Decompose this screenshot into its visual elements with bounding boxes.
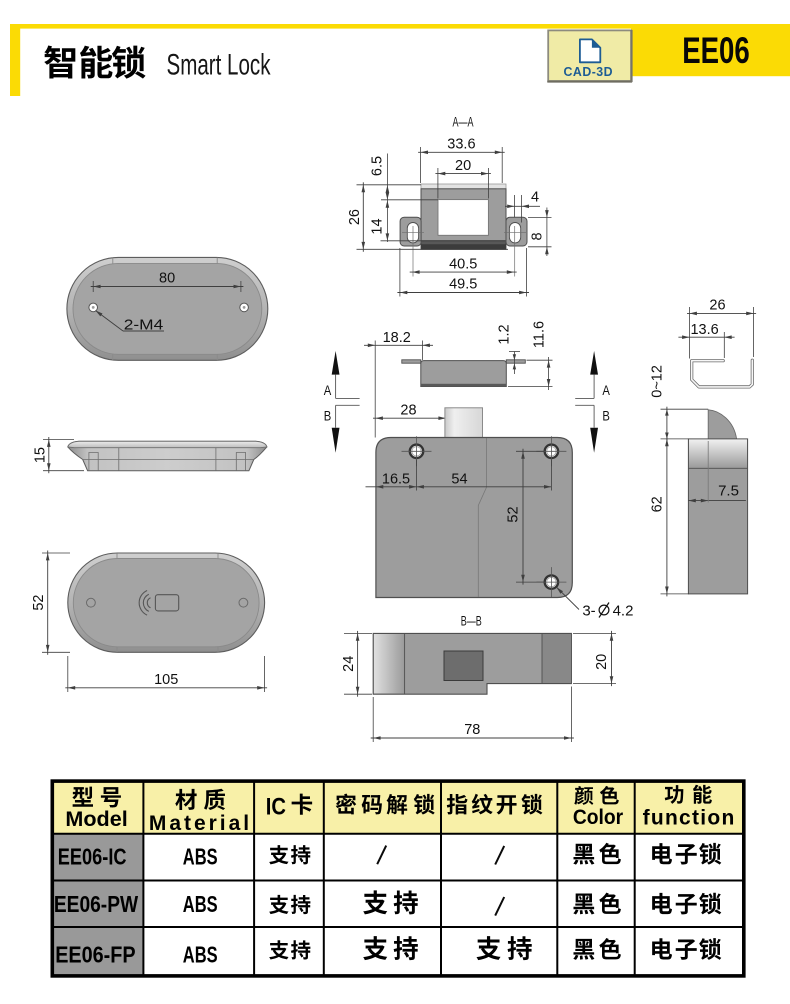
svg-text:105: 105 bbox=[154, 672, 178, 688]
svg-text:80: 80 bbox=[159, 271, 175, 287]
svg-text:CAD-3D: CAD-3D bbox=[564, 64, 614, 79]
svg-text:Smart Lock: Smart Lock bbox=[167, 49, 272, 82]
svg-text:Model: Model bbox=[65, 808, 127, 831]
svg-text:78: 78 bbox=[464, 722, 480, 738]
svg-text:7.5: 7.5 bbox=[718, 482, 739, 499]
svg-text:14: 14 bbox=[370, 218, 386, 234]
svg-text:ABS: ABS bbox=[183, 891, 218, 917]
svg-text:26: 26 bbox=[347, 209, 363, 225]
svg-text:52: 52 bbox=[506, 506, 522, 522]
svg-text:A: A bbox=[602, 382, 610, 398]
svg-text:52: 52 bbox=[31, 595, 47, 611]
svg-text:function: function bbox=[643, 807, 735, 830]
svg-text:3-: 3- bbox=[582, 603, 595, 620]
svg-text:A: A bbox=[324, 382, 332, 398]
svg-text:IC: IC bbox=[266, 794, 286, 821]
svg-text:ABS: ABS bbox=[183, 942, 218, 968]
svg-text:Material: Material bbox=[149, 812, 249, 835]
svg-text:11.6: 11.6 bbox=[531, 321, 547, 348]
svg-text:8: 8 bbox=[530, 232, 546, 240]
svg-text:A—A: A—A bbox=[453, 114, 474, 130]
svg-text:B: B bbox=[324, 407, 332, 423]
svg-text:EE06-PW: EE06-PW bbox=[54, 891, 139, 917]
svg-text:62: 62 bbox=[649, 496, 665, 512]
svg-text:28: 28 bbox=[400, 402, 416, 418]
svg-text:40.5: 40.5 bbox=[449, 256, 477, 272]
svg-text:B—B: B—B bbox=[461, 613, 482, 629]
svg-text:0~12: 0~12 bbox=[649, 365, 665, 398]
svg-text:4: 4 bbox=[531, 190, 539, 206]
svg-text:26: 26 bbox=[709, 298, 725, 314]
svg-text:49.5: 49.5 bbox=[449, 277, 477, 293]
svg-text:13.6: 13.6 bbox=[690, 322, 718, 338]
svg-text:20: 20 bbox=[594, 654, 610, 670]
svg-text:6.5: 6.5 bbox=[370, 156, 386, 176]
svg-text:24: 24 bbox=[341, 656, 357, 672]
svg-text:4.2: 4.2 bbox=[613, 603, 634, 620]
svg-text:ABS: ABS bbox=[183, 844, 218, 870]
svg-text:B: B bbox=[602, 407, 610, 423]
svg-text:2-M4: 2-M4 bbox=[124, 316, 164, 333]
svg-text:16.5: 16.5 bbox=[382, 471, 410, 487]
svg-text:18.2: 18.2 bbox=[383, 330, 411, 346]
svg-text:EE06-IC: EE06-IC bbox=[58, 844, 127, 870]
svg-text:EE06: EE06 bbox=[682, 29, 750, 71]
svg-text:15: 15 bbox=[32, 447, 48, 463]
svg-text:EE06-FP: EE06-FP bbox=[55, 942, 135, 968]
svg-text:54: 54 bbox=[451, 471, 467, 487]
svg-text:33.6: 33.6 bbox=[447, 137, 475, 153]
svg-text:1.2: 1.2 bbox=[497, 324, 513, 344]
svg-text:Color: Color bbox=[573, 806, 623, 829]
svg-text:20: 20 bbox=[455, 158, 471, 174]
